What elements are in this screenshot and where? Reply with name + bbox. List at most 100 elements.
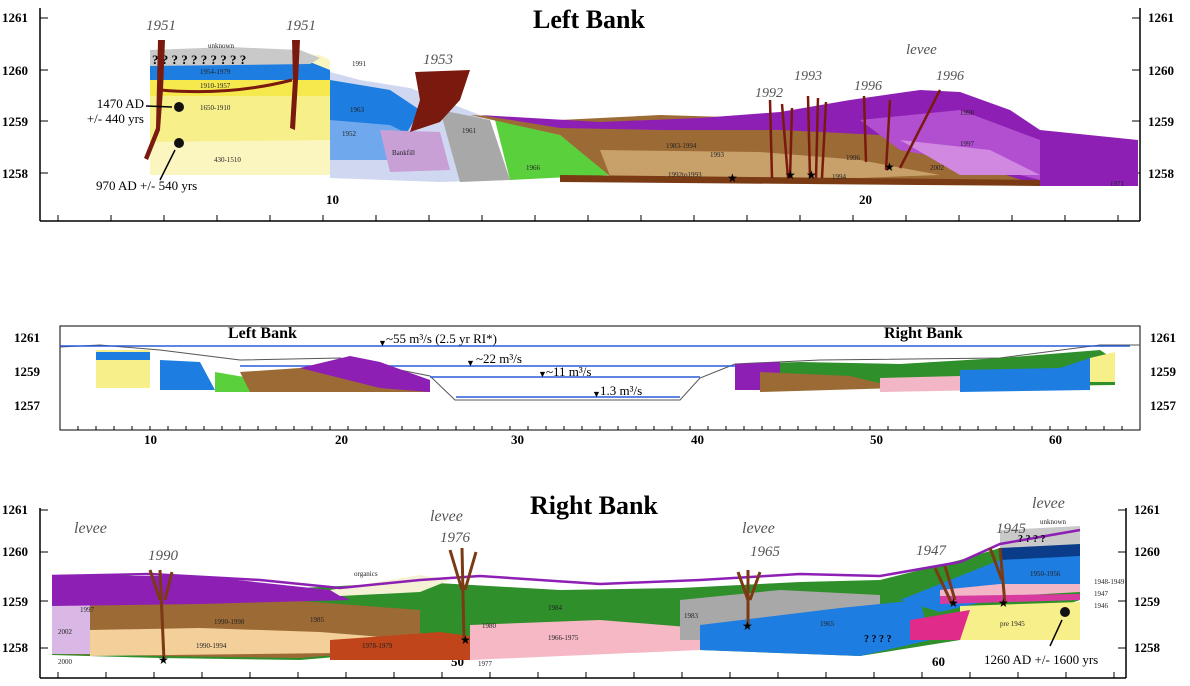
flow-marker-55: ▼ (378, 338, 387, 348)
svg-text:★: ★ (998, 596, 1009, 610)
svg-text:★: ★ (948, 596, 959, 610)
top-elev-tick-1260-left: 1260 (2, 63, 28, 78)
label-1952: 1952 (342, 130, 357, 138)
label-1998: 1998 (960, 109, 975, 117)
flow-label-55: ~55 m³/s (2.5 yr RI*) (386, 331, 497, 346)
top-elev-tick-1260-right: 1260 (1148, 63, 1174, 78)
label-1954-1979: 1954-1979 (200, 68, 231, 76)
svg-text:★: ★ (460, 633, 471, 647)
flow-label-22: ~22 m³/s (476, 351, 522, 366)
date-marker-1470 (174, 102, 184, 112)
tree-year-1996-a: 1996 (854, 79, 882, 94)
mid-elev-1257-left: 1257 (14, 398, 41, 413)
top-elev-tick-1261-left: 1261 (2, 10, 28, 25)
tree-year-1947: 1947 (916, 543, 948, 559)
mid-x-40: 40 (691, 432, 704, 447)
tree-year-1951-a: 1951 (146, 18, 176, 34)
levee-label-4: levee (1032, 495, 1065, 512)
date-1470-line1: 1470 AD (97, 96, 144, 111)
label-1977: 1977 (478, 660, 493, 668)
tree-year-1976: 1976 (440, 530, 471, 546)
flow-marker-22: ▼ (466, 358, 475, 368)
bot-x-tick-60: 60 (932, 654, 945, 669)
mid-right-blue (960, 358, 1090, 392)
layer-1961 (440, 110, 510, 182)
label-organics: organics (354, 570, 378, 578)
bot-elev-1260-left: 1260 (2, 544, 28, 559)
mid-x-10: 10 (144, 432, 157, 447)
unknown-question-marks-right-top: ? ? ? ? (1018, 534, 1046, 545)
flow-marker-1.3: ▼ (592, 389, 601, 399)
label-1983-right: 1983 (684, 612, 699, 620)
middle-panel: 1261 1259 1257 1261 1259 1257 10 20 30 4… (14, 325, 1177, 447)
mid-elev-1257-right: 1257 (1150, 398, 1177, 413)
label-1993: 1993 (710, 151, 725, 159)
layer-1954-1979 (150, 62, 330, 80)
label-1650-1910: 1650-1910 (200, 104, 231, 112)
tree-1951-left (144, 40, 165, 160)
mid-elev-1261-right: 1261 (1150, 330, 1176, 345)
tree-year-1965: 1965 (750, 544, 781, 560)
label-2002-right: 2002 (58, 628, 73, 636)
label-bankfill: Bankfill (392, 149, 415, 157)
date-1470-line2: +/- 440 yrs (87, 111, 144, 126)
date-marker-1260 (1060, 607, 1070, 617)
mid-x-30: 30 (511, 432, 524, 447)
top-elev-tick-1258-right: 1258 (1148, 166, 1175, 181)
layer-1992to1993 (600, 150, 940, 178)
mid-x-50: 50 (870, 432, 883, 447)
flow-label-1.3: 1.3 m³/s (600, 383, 642, 398)
svg-text:★: ★ (806, 168, 817, 182)
levee-label-2: levee (430, 508, 463, 525)
svg-text:★: ★ (158, 653, 169, 667)
tree-year-1993: 1993 (794, 69, 822, 84)
top-levee-label: levee (906, 42, 937, 58)
label-1985: 1985 (310, 616, 325, 624)
svg-text:★: ★ (727, 171, 738, 185)
layer-levee-purple-right (52, 576, 350, 606)
label-1971: 1971 (1110, 180, 1125, 188)
top-elev-tick-1258-left: 1258 (2, 166, 29, 181)
mid-left-blue2 (160, 360, 215, 390)
channel-profile (59, 344, 1140, 401)
bottom-x-minor-ticks (57, 672, 1115, 678)
label-1947-right: 1947 (1094, 590, 1109, 598)
layer-2002 (900, 140, 1040, 175)
mid-elev-1259-right: 1259 (1150, 364, 1177, 379)
label-1990-1998: 1990-1998 (214, 618, 245, 626)
label-1965: 1965 (820, 620, 835, 628)
right-bank-star-markers: ★★★★★ (158, 596, 1009, 667)
date-marker-970 (174, 138, 184, 148)
label-1946: 1946 (1094, 602, 1109, 610)
label-430-1510: 430-1510 (214, 156, 241, 164)
mid-left-purple (300, 356, 430, 392)
label-1997-right: 1997 (80, 606, 95, 614)
label-1994: 1994 (832, 173, 847, 181)
top-x-tick-20: 20 (859, 192, 872, 207)
levee-label-3: levee (742, 520, 775, 537)
tree-year-1951-b: 1951 (286, 18, 316, 34)
label-1996: 1996 (846, 154, 861, 162)
layer-1650-1910 (150, 90, 330, 142)
tree-year-1945: 1945 (996, 521, 1027, 537)
flow-marker-11: ▼ (538, 369, 547, 379)
label-1990-1994: 1990-1994 (196, 642, 227, 650)
top-elev-tick-1261-right: 1261 (1148, 10, 1174, 25)
label-unknown-right: unknown (1040, 518, 1067, 526)
label-1910-1957: 1910-1957 (200, 82, 231, 90)
tree-star-markers: ★★★★ (727, 160, 895, 185)
middle-right-title: Right Bank (884, 325, 963, 342)
label-1991: 1991 (352, 60, 367, 68)
layer-1965 (700, 600, 930, 656)
mid-left-green (215, 372, 250, 392)
label-2002: 2002 (930, 164, 945, 172)
mid-right-brown (760, 372, 900, 392)
unknown-question-marks-right: ? ? ? ? (864, 634, 892, 645)
layer-1966-1975 (470, 620, 700, 660)
bot-elev-1259-left: 1259 (2, 594, 29, 609)
mid-x-20: 20 (335, 432, 348, 447)
mid-right-yellow (1090, 352, 1115, 382)
layer-1978-1979 (330, 632, 470, 660)
label-1948-1949: 1948-1949 (1094, 578, 1125, 586)
